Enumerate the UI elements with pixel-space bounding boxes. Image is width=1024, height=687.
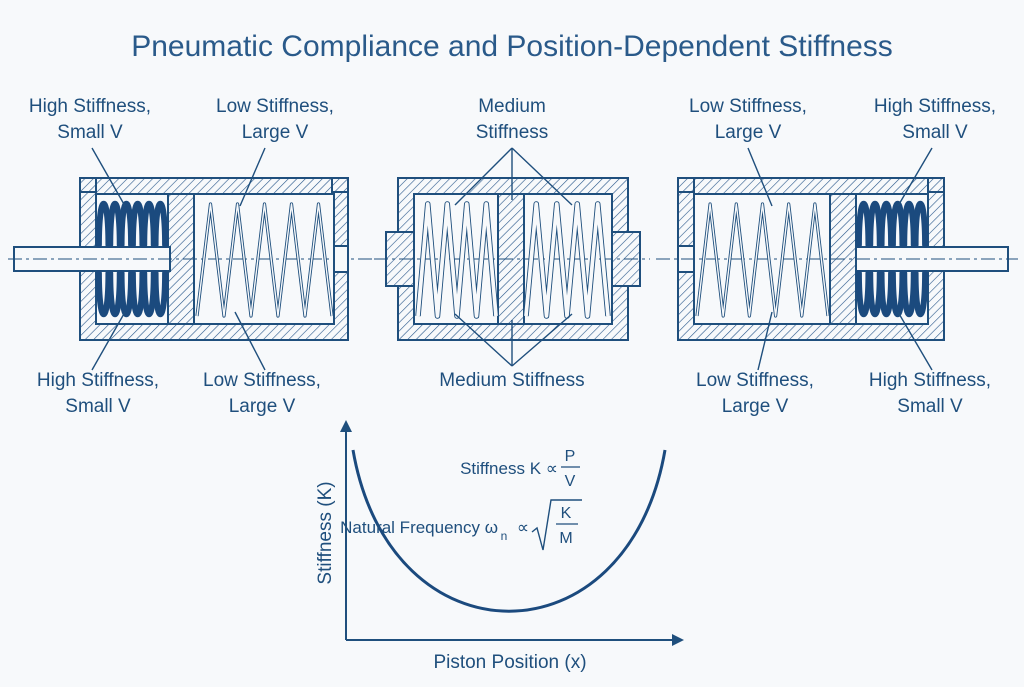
spring-coil [878,201,895,248]
right-bottom-left-line1: Low Stiffness, [696,370,814,391]
eq2-prefix: Natural Frequency ω [340,518,498,537]
spring-coil [867,201,883,248]
eq2-subscript: n [501,529,508,543]
right-bottom-right-line2: Small V [897,396,963,417]
left-top-left-line1: High Stiffness, [29,96,151,117]
spring-coil [889,201,906,248]
callouts-left: High Stiffness, Small V Low Stiffness, L… [29,96,334,417]
eq1-numerator: P [565,448,576,465]
right-top-left-line1: Low Stiffness, [689,96,807,117]
spring-coil [912,270,929,317]
callouts-right: Low Stiffness, Large V High Stiffness, S… [689,96,996,417]
eq2-denominator: M [559,530,572,547]
right-top-left-line2: Large V [715,122,782,143]
graph-x-label: Piston Position (x) [433,652,586,673]
left-bottom-right-line1: Low Stiffness, [203,370,321,391]
callouts-center: Medium Stiffness Medium Stiffness [439,96,584,391]
spring-coil [901,270,917,317]
spring-coil [867,270,883,317]
spring-coil [889,270,906,317]
spring-coil [118,201,135,248]
eq2-numerator: K [561,505,572,522]
leader-lines [91,147,933,371]
eq1-prefix: Stiffness K ∝ [460,459,558,478]
right-bottom-right-line1: High Stiffness, [869,370,991,391]
spring-coil-inner [196,203,333,317]
spring-coil [152,270,169,317]
left-top-left-line2: Small V [57,122,123,143]
eq1-denominator: V [565,473,576,490]
left-bottom-left-line1: High Stiffness, [37,370,159,391]
spring-coil [141,270,157,317]
stiffness-curve [351,449,667,613]
spring-coil-inner [524,202,610,318]
spring-coil [878,270,895,317]
eq2-prop: ∝ [517,518,529,537]
right-top-right-line1: High Stiffness, [874,96,996,117]
cylinder-center [374,177,650,341]
spring-coil [912,201,929,248]
spring-coil [95,270,112,317]
y-axis-arrow [340,420,352,432]
cylinder-right [656,177,1018,341]
center-bottom: Medium Stiffness [439,370,584,391]
right-top-right-line2: Small V [902,122,968,143]
x-axis-arrow [672,634,684,646]
graph-y-label: Stiffness (K) [315,481,336,584]
left-top-right-line1: Low Stiffness, [216,96,334,117]
spring-coil [107,270,123,317]
right-bottom-left-line2: Large V [722,396,789,417]
spring-coil [141,201,157,248]
center-top-line2: Stiffness [476,122,549,143]
center-top-line1: Medium [478,96,546,117]
spring-coil [118,270,135,317]
spring-coil [95,201,112,248]
left-bottom-right-line2: Large V [229,396,296,417]
spring-coil [855,270,872,317]
left-bottom-left-line2: Small V [65,396,131,417]
spring-coil [152,201,169,248]
spring-coil [129,270,146,317]
cylinder-left [8,177,372,341]
spring-coil [107,201,123,248]
spring-coil [901,201,917,248]
spring-coil-inner [416,202,498,318]
spring-coil-inner [696,203,829,317]
eq2-sqrt-sign [531,499,582,551]
spring-coil [129,201,146,248]
left-top-right-line2: Large V [242,122,309,143]
diagram-title: Pneumatic Compliance and Position-Depend… [131,30,893,63]
stiffness-graph: Stiffness (K) Piston Position (x) Stiffn… [315,420,684,673]
spring-coil [855,201,872,248]
